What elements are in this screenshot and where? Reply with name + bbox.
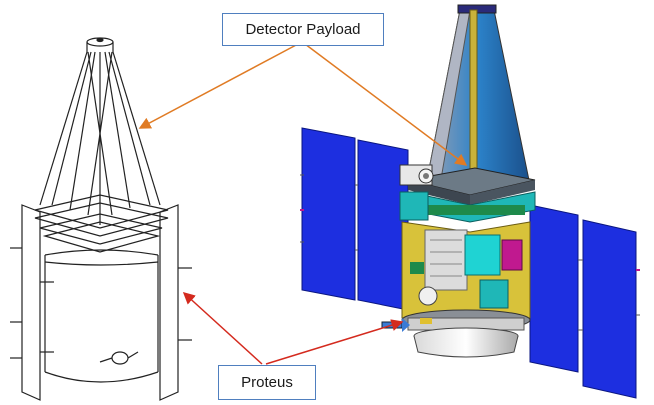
detector-cone: [425, 4, 531, 189]
left-solar-array: [300, 127, 409, 311]
detector-arrow-right: [304, 43, 468, 166]
line-drawing-satellite: [10, 37, 192, 401]
proteus-label: Proteus: [218, 365, 316, 400]
proteus-arrow-left: [182, 291, 263, 365]
detector-arrows: [138, 43, 468, 166]
proteus-arrow-right: [265, 319, 404, 365]
detector-arrow-left: [138, 43, 299, 129]
rendered-satellite: [300, 4, 640, 399]
star-tracker: [399, 164, 434, 186]
detector-payload-label: Detector Payload: [222, 13, 384, 46]
right-solar-array: [529, 204, 640, 399]
proteus-arrows: [182, 291, 404, 365]
